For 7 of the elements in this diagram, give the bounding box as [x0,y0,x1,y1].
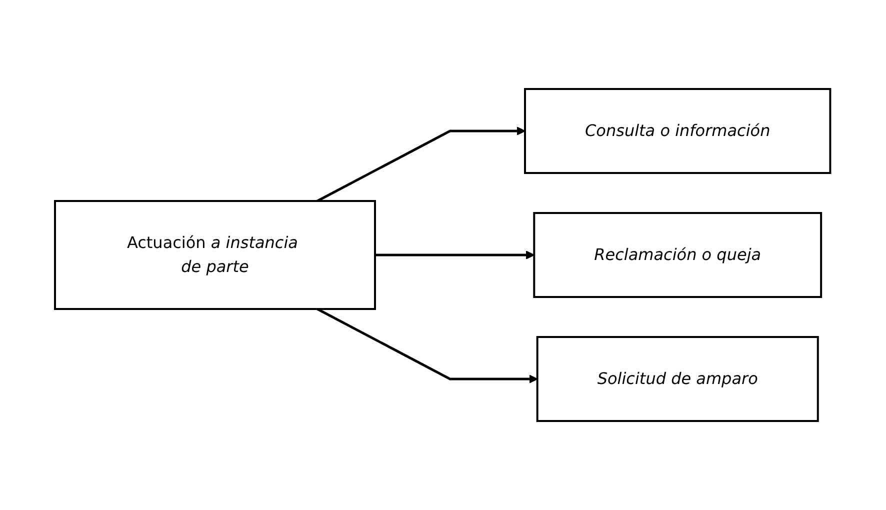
node-box: Solicitud de amparo [536,336,820,422]
node-box: Consulta o información [524,88,832,174]
node-box: Actuación a instancia de parte [54,200,376,310]
arrow [317,126,526,202]
arrow [317,308,538,384]
node-box: Reclamación o queja [534,212,822,298]
arrow [375,250,535,260]
